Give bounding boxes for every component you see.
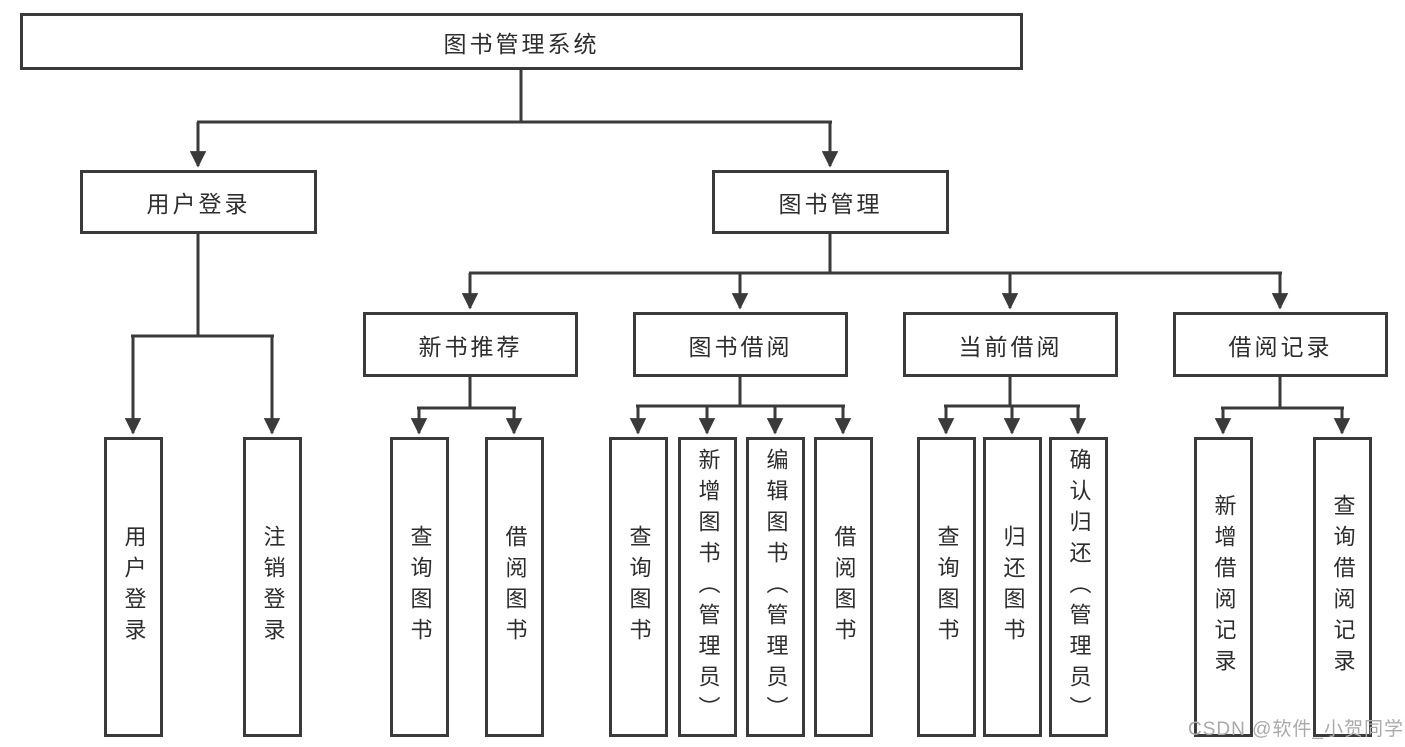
node-root: 图书管理系统 — [20, 13, 1023, 70]
node-leaf-user-login-label: 用户登录 — [121, 525, 147, 649]
csdn-watermark: CSDN @软件_小贺同学 — [1188, 719, 1404, 740]
node-leaf-user-login: 用户登录 — [104, 437, 163, 737]
node-leaf-nbr-borrow-books-label: 借阅图书 — [502, 525, 528, 649]
node-user-login-branch-label: 用户登录 — [146, 191, 251, 217]
node-leaf-br-add-record-label: 新增借阅记录 — [1211, 494, 1237, 680]
node-leaf-cb-return-books-label: 归还图书 — [1000, 525, 1026, 649]
node-current-borrowing-label: 当前借阅 — [958, 333, 1063, 360]
node-leaf-bb-add-books-admin-label: 新增图书（管理员） — [695, 447, 721, 727]
node-root-label: 图书管理系统 — [443, 30, 600, 57]
node-leaf-bb-query-books-label: 查询图书 — [626, 525, 652, 649]
node-borrowing-records: 借阅记录 — [1173, 312, 1388, 377]
node-leaf-bb-borrow-books: 借阅图书 — [814, 437, 873, 737]
node-leaf-cb-confirm-return-admin: 确认归还（管理员） — [1049, 437, 1108, 737]
node-leaf-cb-confirm-return-admin-label: 确认归还（管理员） — [1066, 447, 1092, 727]
node-leaf-br-query-record: 查询借阅记录 — [1313, 437, 1372, 737]
node-book-borrowing: 图书借阅 — [633, 312, 848, 377]
node-leaf-bb-edit-books-admin: 编辑图书（管理员） — [746, 437, 805, 737]
node-leaf-br-query-record-label: 查询借阅记录 — [1330, 494, 1356, 680]
node-leaf-bb-query-books: 查询图书 — [609, 437, 668, 737]
node-leaf-bb-add-books-admin: 新增图书（管理员） — [678, 437, 737, 737]
node-leaf-cb-return-books: 归还图书 — [983, 437, 1042, 737]
node-book-management-label: 图书管理 — [778, 191, 883, 217]
node-new-book-recommend-label: 新书推荐 — [418, 333, 523, 360]
node-leaf-nbr-borrow-books: 借阅图书 — [485, 437, 544, 737]
node-leaf-logout-label: 注销登录 — [260, 525, 286, 649]
node-leaf-bb-edit-books-admin-label: 编辑图书（管理员） — [763, 447, 789, 727]
node-leaf-logout: 注销登录 — [243, 437, 302, 737]
node-book-management: 图书管理 — [712, 170, 949, 234]
node-leaf-cb-query-books: 查询图书 — [917, 437, 976, 737]
node-leaf-nbr-query-books-label: 查询图书 — [407, 525, 433, 649]
node-borrowing-records-label: 借阅记录 — [1228, 333, 1333, 360]
node-user-login-branch: 用户登录 — [80, 170, 317, 234]
node-leaf-cb-query-books-label: 查询图书 — [934, 525, 960, 649]
node-current-borrowing: 当前借阅 — [903, 312, 1118, 377]
node-new-book-recommend: 新书推荐 — [363, 312, 578, 377]
node-book-borrowing-label: 图书借阅 — [688, 333, 793, 360]
node-leaf-bb-borrow-books-label: 借阅图书 — [831, 525, 857, 649]
node-leaf-br-add-record: 新增借阅记录 — [1194, 437, 1253, 737]
node-leaf-nbr-query-books: 查询图书 — [390, 437, 449, 737]
